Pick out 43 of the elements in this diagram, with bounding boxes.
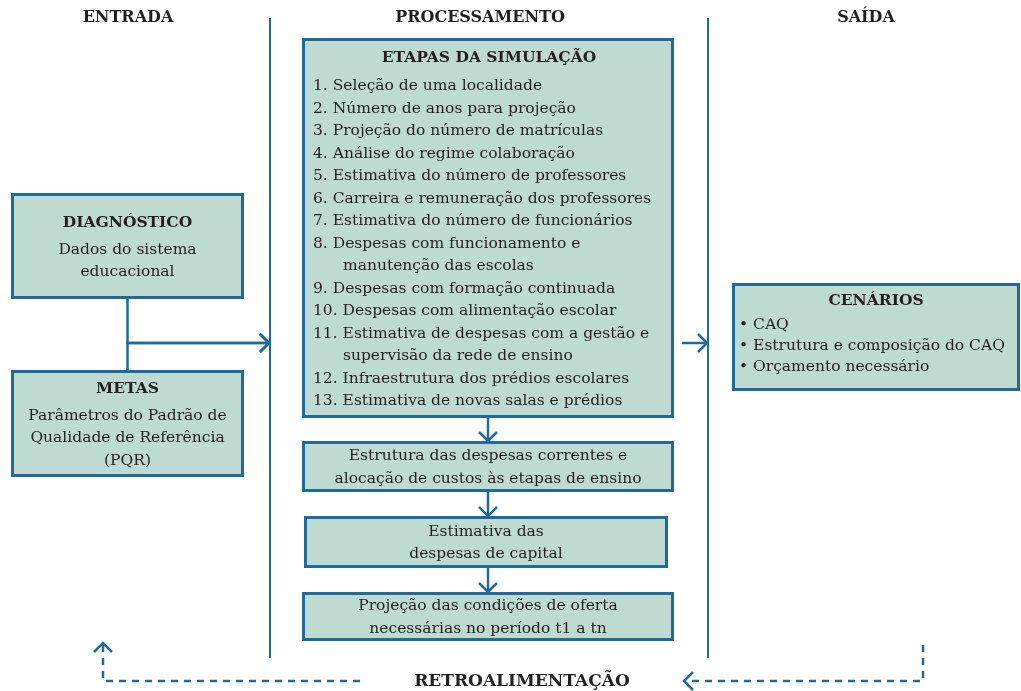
list-item: 11. Estimativa de despesas com a gestão e supervisão da rede de ensino [313,322,651,366]
list-item: • CAQ [739,314,790,335]
process-box [302,592,674,641]
output-box [732,283,1020,391]
column-header: PROCESSAMENTO [395,7,565,26]
list-item: • Orçamento necessário [739,356,931,377]
list-item: 6. Carreira e remuneração dos professores [313,187,653,209]
list-item: 12. Infraestrutura dos prédios escolares [313,367,631,389]
column-header: ENTRADA [82,7,174,26]
list-item: 3. Projeção do número de matrículas [313,120,605,141]
arrow [682,332,709,354]
box-heading: DIAGNÓSTICO [62,210,193,233]
list-item: 5. Estimativa do número de professores [313,165,628,186]
column-header: SAÍDA [837,7,895,26]
list-item: 13. Estimativa de novas salas e prédios [313,390,624,411]
box-heading: ETAPAS DA SIMULAÇÃO [380,46,598,68]
box-heading: METAS [96,376,159,399]
list-item: 10. Despesas com alimentação escolar [313,300,618,321]
list-item: 9. Despesas com formação continuada [313,277,617,299]
box-text: Parâmetros do Padrão de Qualidade de Referência (PQR) [27,404,228,471]
box-text: Estimativa das despesas de capital [408,520,564,564]
box-text: Estrutura das despesas correntes e alocação de custos às etapas de ensino [333,445,643,489]
input-box [11,370,244,477]
arrow [126,332,271,370]
box-heading: CENÁRIOS [827,289,925,311]
list-item: • Estrutura e composição do CAQ [739,335,1006,356]
list-item: 8. Despesas com funcionamento e manutenção das escolas [313,232,582,276]
section-title: RETROALIMENTAÇÃO [414,670,630,690]
list-item: 1. Seleção de uma localidade [313,75,544,96]
dashed-arrow [682,645,925,691]
box-text: Projeção das condições de oferta necessárias no período t1 a tn [357,595,619,639]
box-text: Dados do sistema educacional [57,238,198,282]
dashed-arrow [92,641,360,683]
arrow [477,492,499,518]
process-box [302,441,674,492]
input-box [11,193,244,299]
list-item: 4. Análise do regime colaboração [313,142,576,164]
process-box [302,38,674,418]
arrow [477,568,499,594]
arrow [477,418,499,443]
process-box [304,516,668,568]
list-item: 2. Número de anos para projeção [313,97,577,119]
list-item: 7. Estimativa do número de funcionários [313,210,634,231]
